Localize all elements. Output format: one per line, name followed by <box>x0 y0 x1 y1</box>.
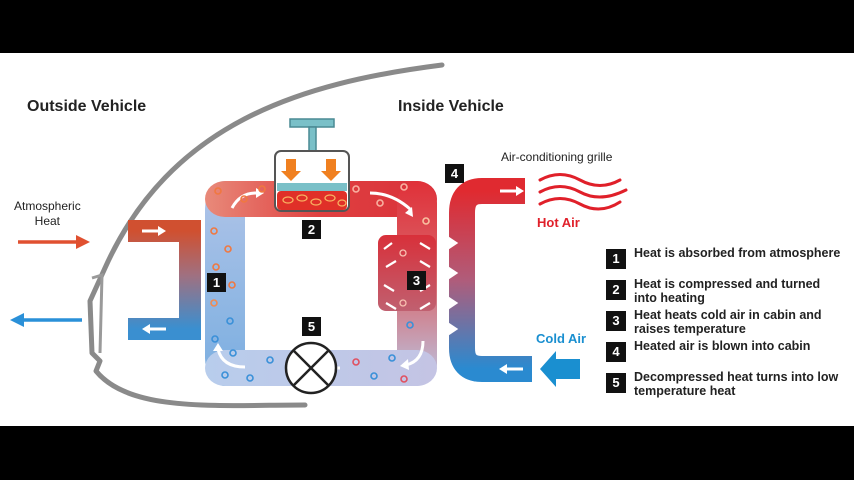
legend-number: 2 <box>606 280 626 300</box>
legend-number: 4 <box>606 342 626 362</box>
heat-transfer-arrows <box>440 236 459 336</box>
legend-text: Heated air is blown into cabin <box>634 339 811 353</box>
compressor <box>274 118 350 212</box>
outdoor-pipe-arrows <box>142 226 166 334</box>
grille-label: Air-conditioning grille <box>501 150 613 164</box>
legend-item: 5 Decompressed heat turns into low tempe… <box>606 370 846 401</box>
vehicle-outline <box>87 62 445 409</box>
badge-2: 2 <box>302 220 321 239</box>
expansion-valve <box>284 341 338 395</box>
legend-item: 1 Heat is absorbed from atmosphere <box>606 246 846 277</box>
flow-arrow-head <box>213 343 223 351</box>
air-duct <box>449 178 532 382</box>
hot-air-waves <box>538 173 628 211</box>
atmospheric-arrows <box>10 235 90 327</box>
flow-arrow <box>216 348 246 369</box>
legend-text: Decompressed heat turns into low tempera… <box>634 370 839 398</box>
outdoor-pipe <box>128 220 201 340</box>
legend-text: Heat is compressed and turned into heati… <box>634 277 821 305</box>
inside-vehicle-title: Inside Vehicle <box>398 98 504 115</box>
refrigerant-bubbles <box>210 183 432 383</box>
outside-vehicle-title: Outside Vehicle <box>27 98 147 115</box>
cold-air-label: Cold Air <box>536 331 587 346</box>
flow-arrow-head <box>256 188 264 198</box>
legend-text: Heat heats cold air in cabin and raises … <box>634 308 822 336</box>
badge-4: 4 <box>445 164 464 183</box>
flow-arrow-head <box>400 359 409 370</box>
atmospheric-heat-label: Atmospheric Heat <box>14 199 81 228</box>
cold-air-arrow <box>540 351 580 387</box>
legend-number: 5 <box>606 373 626 393</box>
legend-number: 1 <box>606 249 626 269</box>
legend-item: 2 Heat is compressed and turned into hea… <box>606 277 846 308</box>
legend-item: 3 Heat heats cold air in cabin and raise… <box>606 308 846 339</box>
flow-arrow <box>405 340 425 367</box>
heat-pump-diagram <box>10 62 628 409</box>
diagram-canvas: Outside Vehicle Inside Vehicle Atmospher… <box>0 53 854 426</box>
badge-3: 3 <box>407 271 426 290</box>
badge-1: 1 <box>207 273 226 292</box>
flow-arrow <box>369 191 411 211</box>
flow-arrow-head <box>405 207 413 217</box>
legend-item: 4 Heated air is blown into cabin <box>606 339 846 370</box>
badge-5: 5 <box>302 317 321 336</box>
legend: 1 Heat is absorbed from atmosphere 2 Hea… <box>606 246 846 401</box>
legend-text: Heat is absorbed from atmosphere <box>634 246 841 260</box>
duct-arrows <box>499 186 524 374</box>
hot-air-label: Hot Air <box>537 215 580 230</box>
vehicle-outline-inner <box>91 272 104 354</box>
legend-number: 3 <box>606 311 626 331</box>
